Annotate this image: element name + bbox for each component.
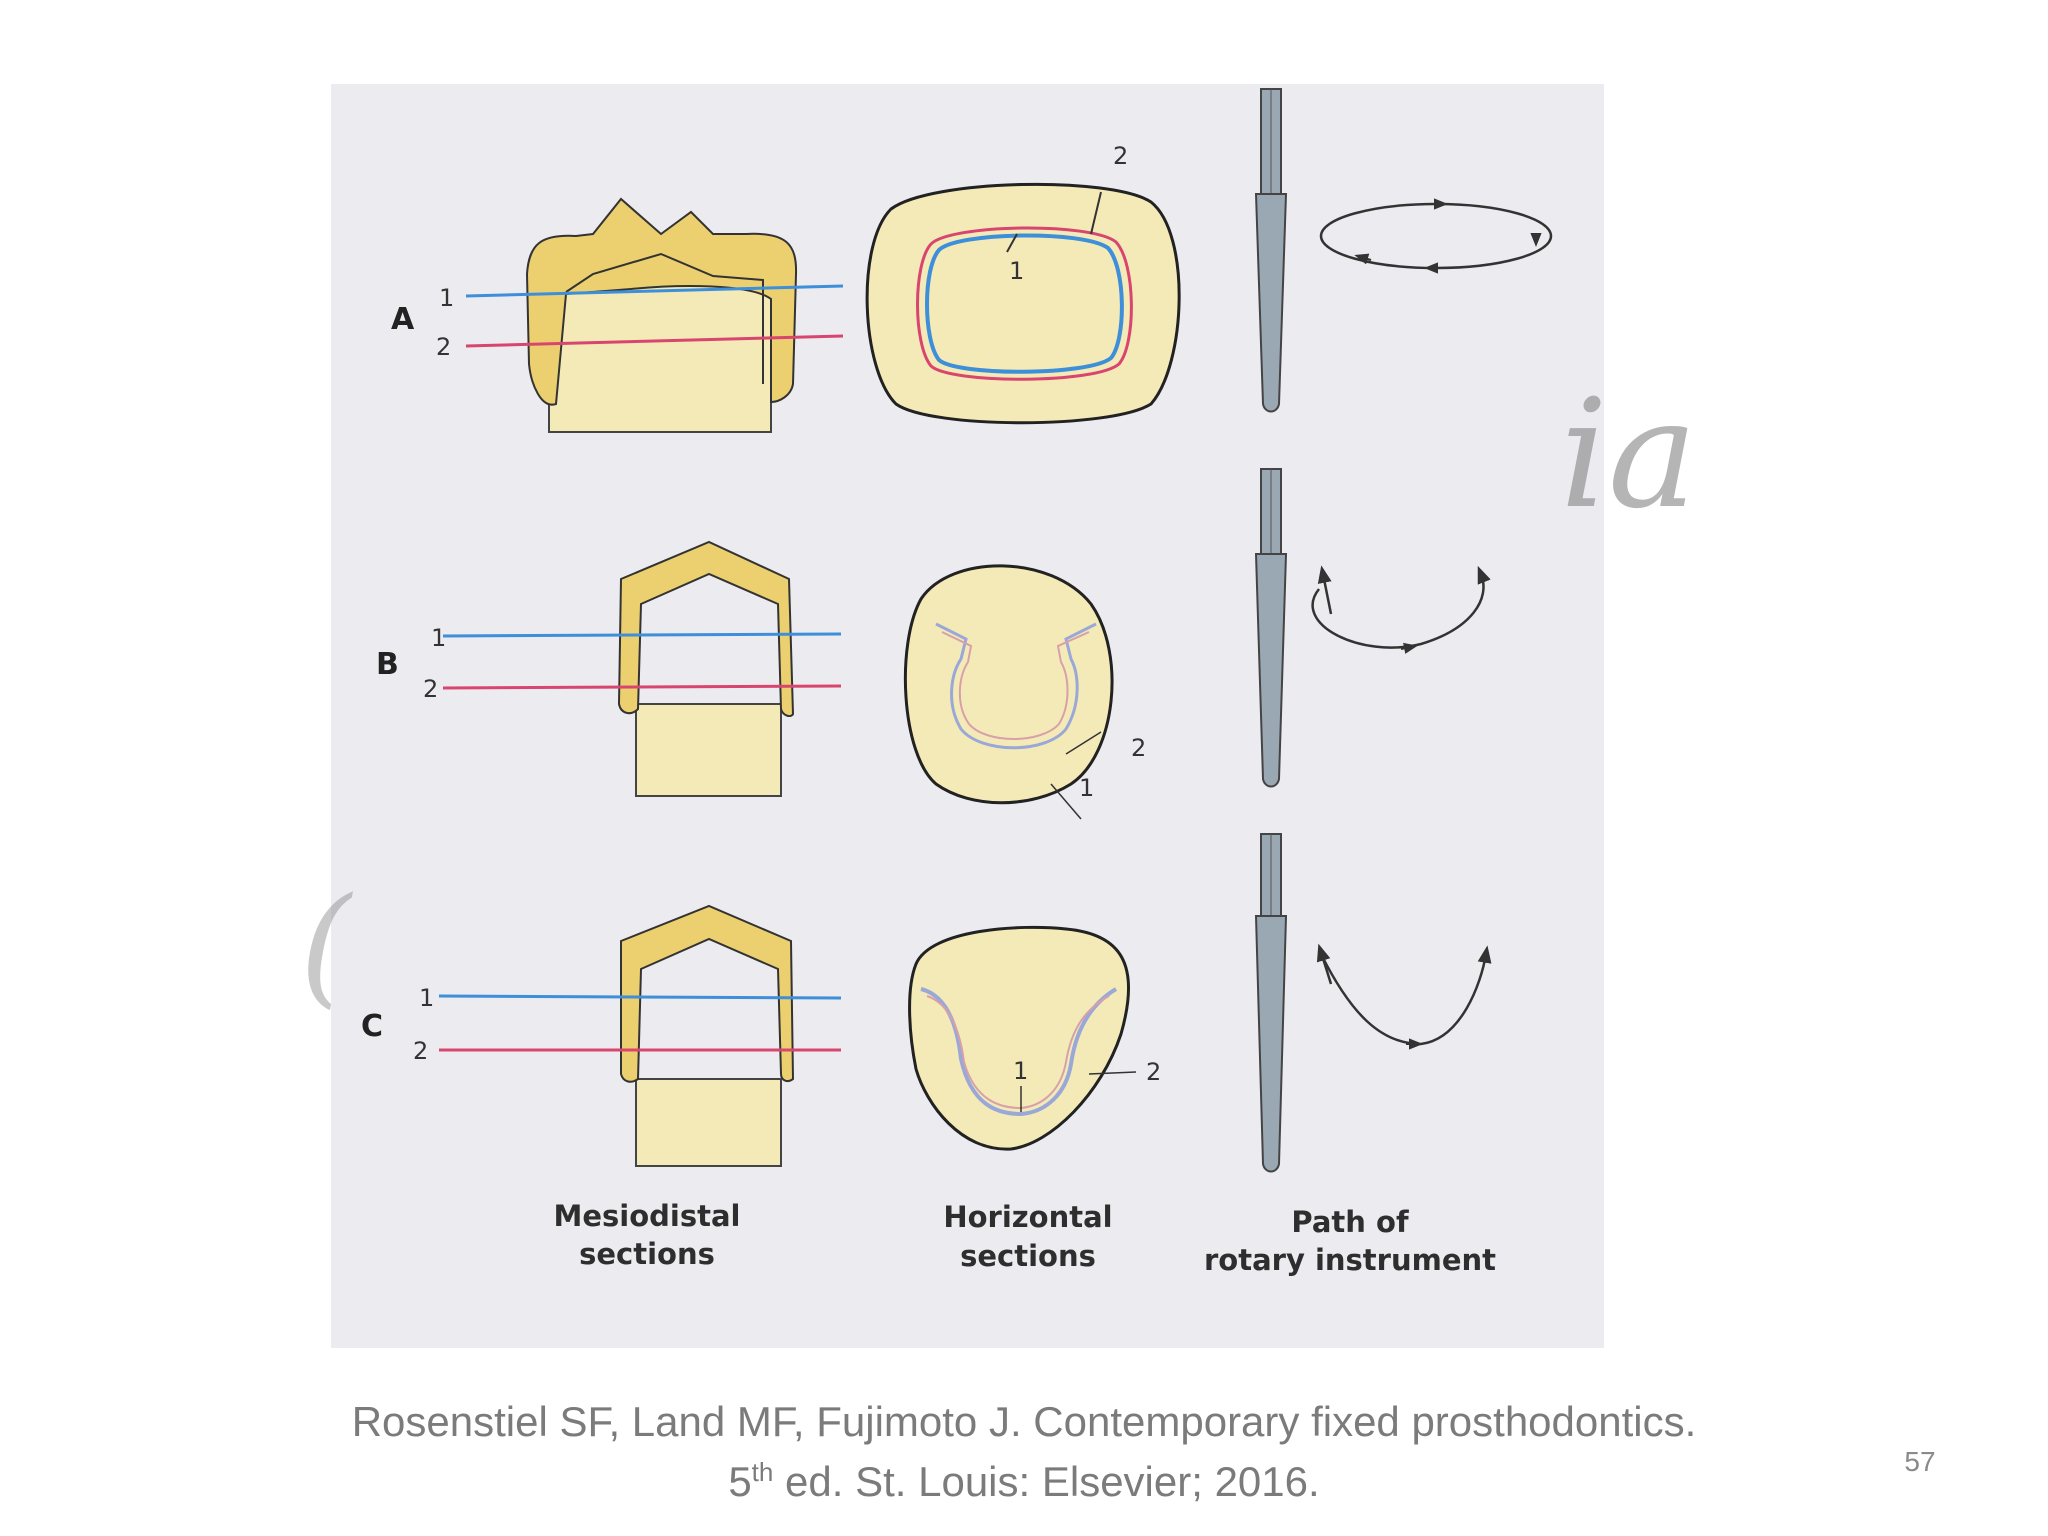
page-number: 57 [1904,1446,1936,1477]
row-c-line-1-label: 1 [419,984,434,1012]
row-b: B 1 2 2 1 [376,468,1491,820]
row-c-hsection-label-2: 2 [1146,1058,1161,1086]
row-a-line-1-label: 1 [439,284,454,312]
citation-edition: 5 [728,1458,752,1505]
citation-publisher: ed. St. Louis: Elsevier; 2016. [773,1458,1320,1505]
row-b-horizontal-section: 2 1 [903,564,1146,820]
citation-edition-suffix: th [751,1457,774,1487]
citation-line-1: Rosenstiel SF, Land MF, Fujimoto J. Cont… [351,1398,1697,1445]
row-a-line-2 [465,334,844,348]
row-a-hsection-label-2: 2 [1113,142,1128,170]
row-a-hsection-label-1: 1 [1009,257,1024,285]
row-a-tooth [548,283,772,433]
row-b-tooth [635,703,782,797]
row-c-horizontal-section: 1 2 [908,925,1161,1151]
row-c-rotary-instrument [1254,833,1492,1173]
caption-horizontal-1: Horizontal [943,1200,1112,1234]
row-a-line-2-label: 2 [436,333,451,361]
caption-horizontal-2: sections [960,1239,1096,1273]
row-b-restoration [617,540,795,718]
caption-mesiodistal-1: Mesiodistal [554,1199,741,1233]
row-a-restoration [525,197,798,406]
row-c-tooth [635,1078,782,1167]
caption-path-2: rotary instrument [1204,1243,1496,1277]
row-c-line-2-label: 2 [413,1037,428,1065]
row-c-restoration [620,904,795,1083]
citation-line-2: 5th ed. St. Louis: Elsevier; 2016. [200,1452,1848,1512]
watermark-text: ia [1560,368,1698,542]
row-a-letter: A [391,302,415,337]
caption-path-1: Path of [1291,1205,1409,1239]
row-c-line-1 [438,994,842,1000]
preparation-sections-diagram: A 1 2 1 2 [331,84,1604,1348]
row-c-hsection-label-1: 1 [1013,1057,1028,1085]
textbook-figure: A 1 2 1 2 [331,84,1604,1348]
caption-mesiodistal-2: sections [579,1237,715,1271]
row-b-letter: B [376,647,399,682]
row-b-rotary-instrument [1254,468,1491,788]
row-a-line-1 [465,284,844,298]
row-a-rotary-instrument [1254,88,1553,413]
row-b-line-2 [442,684,842,690]
row-a-horizontal-section: 1 2 [865,142,1181,425]
watermark-fragment: ( [300,869,351,1021]
row-b-line-2-label: 2 [423,675,438,703]
row-b-hsection-label-2: 2 [1131,734,1146,762]
row-b-line-1 [442,632,842,638]
row-c-letter: C [361,1009,383,1044]
row-a: A 1 2 1 2 [391,88,1553,433]
row-b-hsection-label-1: 1 [1079,774,1094,802]
row-c: C 1 2 1 2 [361,833,1492,1173]
row-b-line-1-label: 1 [431,624,446,652]
